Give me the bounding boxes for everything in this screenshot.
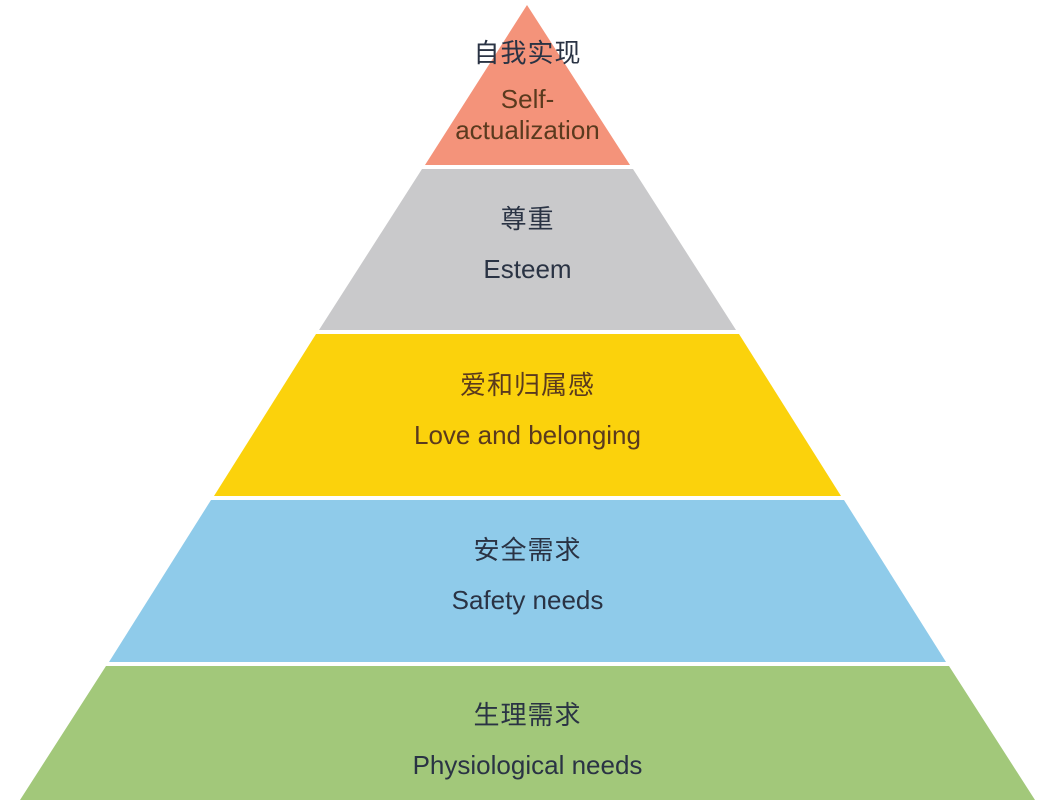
tier-esteem [319,169,736,330]
tier-physiological-needs [20,666,1035,800]
tier-label-en: Physiological needs [412,750,643,780]
tier-label-en: Safety needs [451,585,604,615]
tier-love-and-belonging [214,334,841,496]
tier-label-love-and-belonging: 爱和归属感 Love and belonging [0,370,1055,451]
tier-label-cn: 安全需求 [473,536,582,566]
tier-label-en: Love and belonging [414,420,641,450]
tier-label-cn: 自我实现 [473,39,582,69]
tier-label-cn: 尊重 [500,205,555,235]
tier-label-en: Esteem [483,254,572,284]
tier-self-actualization [425,5,630,165]
tier-label-self-actualization: 自我实现 Self- actualization [0,38,1055,146]
tier-label-cn: 生理需求 [473,701,582,731]
tier-label-cn: 爱和归属感 [459,371,595,401]
tier-label-physiological-needs: 生理需求 Physiological needs [0,700,1055,781]
tier-label-en: Self- actualization [455,84,600,145]
tier-label-esteem: 尊重 Esteem [0,204,1055,285]
tier-safety-needs [109,500,946,662]
tier-label-safety-needs: 安全需求 Safety needs [0,535,1055,616]
